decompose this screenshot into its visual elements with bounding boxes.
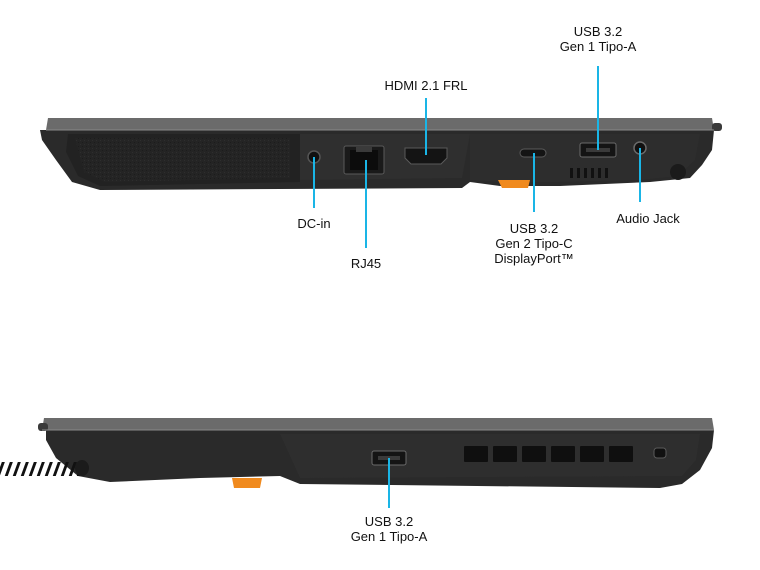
label-hdmi: HDMI 2.1 FRL: [371, 78, 481, 93]
vent-slots-top: [570, 168, 608, 178]
label-usb-c-line1: USB 3.2: [509, 221, 559, 236]
lock-slot: [653, 447, 667, 459]
label-usb-a-top-line2: Gen 1 Tipo-A: [559, 39, 637, 54]
orange-accent-tab: [498, 180, 530, 188]
laptop-right-side-view: [38, 418, 714, 488]
label-usb-a-bottom: USB 3.2 Gen 1 Tipo-A: [336, 514, 442, 544]
label-usb-a-top: USB 3.2 Gen 1 Tipo-A: [545, 24, 651, 54]
label-rj45: RJ45: [336, 256, 396, 271]
laptop-left-side-view: [40, 118, 722, 190]
label-usb-a-bottom-line1: USB 3.2: [364, 514, 414, 529]
callout-lines: [313, 66, 641, 508]
vent-slots-right: [464, 446, 633, 462]
label-usb-c: USB 3.2 Gen 2 Tipo-C DisplayPort™: [484, 221, 584, 266]
label-audio-jack-text: Audio Jack: [616, 211, 680, 226]
label-dc-in-text: DC-in: [297, 216, 331, 231]
label-audio-jack: Audio Jack: [600, 211, 696, 226]
label-rj45-text: RJ45: [350, 256, 382, 271]
label-usb-c-line2: Gen 2 Tipo-C: [495, 236, 573, 251]
label-usb-a-bottom-line2: Gen 1 Tipo-A: [350, 529, 428, 544]
orange-accent-tab-bottom: [232, 478, 262, 488]
hdmi-port: [404, 147, 448, 165]
label-hdmi-text: HDMI 2.1 FRL: [384, 78, 468, 93]
label-usb-c-line3: DisplayPort™: [494, 251, 574, 266]
label-usb-a-top-line1: USB 3.2: [573, 24, 623, 39]
label-dc-in: DC-in: [284, 216, 344, 231]
rj45-port: [343, 145, 385, 175]
